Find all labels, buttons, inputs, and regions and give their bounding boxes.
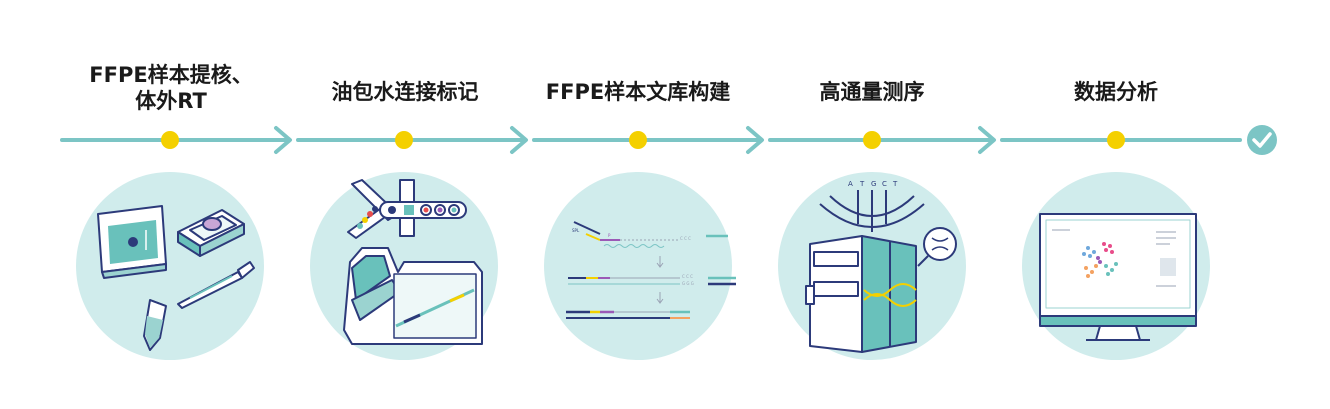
microfluidic-chip-illustration <box>343 179 483 345</box>
timeline-dots <box>161 131 1125 149</box>
step-3-dot <box>629 131 647 149</box>
seq-letter: G <box>871 180 876 188</box>
step-2-title: 油包水连接标记 <box>331 80 479 104</box>
step-1-title: FFPE样本提核、 体外RT <box>89 63 253 113</box>
seq-letter: C <box>882 180 887 188</box>
timeline <box>60 126 1242 154</box>
step-2-dot <box>395 131 413 149</box>
sequencer-illustration: A T G C T <box>805 180 957 353</box>
step-1-dot <box>161 131 179 149</box>
step-5-title: 数据分析 <box>1074 80 1158 104</box>
seq-letter: T <box>859 180 865 188</box>
svg-text:SPL: SPL <box>572 228 580 233</box>
svg-text:P: P <box>608 233 611 238</box>
step-4-dot <box>863 131 881 149</box>
check-icon <box>1247 125 1277 155</box>
seq-letter: A <box>848 180 853 188</box>
seq-letter: T <box>892 180 898 188</box>
step-4-title: 高通量测序 <box>819 80 925 104</box>
monitor-cluster-illustration <box>1039 213 1197 341</box>
svg-text:C C C: C C C <box>680 236 691 241</box>
sample-prep-illustration <box>97 205 255 351</box>
svg-text:G G G: G G G <box>682 281 694 286</box>
svg-text:C C C: C C C <box>682 274 693 279</box>
step-5-dot <box>1107 131 1125 149</box>
library-construction-illustration: SPL C C C P C C C G G G <box>566 221 736 319</box>
step-3-title: FFPE样本文库构建 <box>545 80 731 104</box>
